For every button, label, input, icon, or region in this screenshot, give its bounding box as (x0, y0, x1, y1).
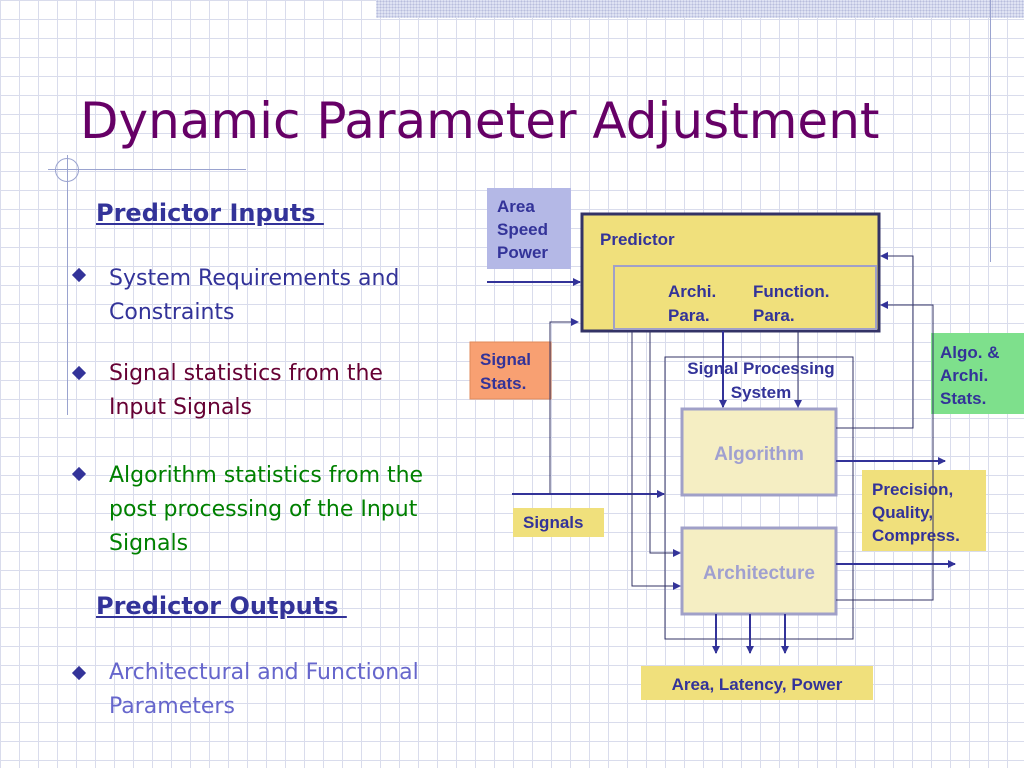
input-item-3-line3: Signals (109, 531, 189, 556)
signal-stats-line2: Stats. (480, 374, 526, 393)
decorative-top-bar (376, 0, 1024, 18)
sps-label-line1: Signal Processing (687, 359, 834, 378)
decorative-horizontal-line (48, 169, 246, 170)
input-item-3-line1: Algorithm statistics from the (109, 463, 424, 488)
input-item-2-line1: Signal statistics from the (109, 361, 383, 386)
algo-stats-line1: Algo. & (940, 343, 1000, 362)
archi-para-line1: Archi. (668, 282, 716, 301)
input-item-2-line2: Input Signals (109, 395, 252, 420)
predictor-inputs-heading: Predictor Inputs (96, 199, 324, 227)
thin-connectors (549, 252, 934, 601)
predictor-inner-box (613, 265, 877, 330)
signal-stats-box (469, 341, 552, 400)
signal-stats-line1: Signal (480, 350, 531, 369)
signals-box (513, 508, 604, 537)
archi-para-line2: Para. (668, 306, 710, 325)
area-speed-power-box (487, 188, 571, 269)
input-item-1-line2: Constraints (109, 300, 235, 325)
decorative-circle (55, 158, 79, 182)
predictor-label: Predictor (600, 230, 675, 249)
area-box-line3: Power (497, 243, 548, 262)
architecture-box (680, 526, 838, 616)
function-para-line1: Function. (753, 282, 829, 301)
area-latency-power-label: Area, Latency, Power (672, 675, 843, 694)
area-latency-power-box (641, 666, 873, 700)
algo-stats-line3: Stats. (940, 389, 986, 408)
architecture-label: Architecture (703, 563, 815, 584)
function-para-line2: Para. (753, 306, 795, 325)
connector-archi-to-architecture (631, 331, 681, 590)
slide-title: Dynamic Parameter Adjustment (80, 92, 880, 150)
signals-label: Signals (523, 513, 583, 532)
sps-label-line2: System (731, 383, 791, 402)
precision-line3: Compress. (872, 526, 960, 545)
connector-arch-feedback (836, 301, 934, 601)
input-item-1-line1: System Requirements and (109, 266, 400, 291)
decorative-vertical-line (990, 0, 991, 262)
connector-algo-feedback (836, 252, 914, 429)
algorithm-label: Algorithm (714, 444, 804, 465)
algo-archi-stats-box (931, 333, 1024, 414)
decorative-vertical-line-left (67, 155, 68, 415)
input-item-3: Algorithm statistics from the post proce… (109, 459, 489, 561)
input-item-1: System Requirements and Constraints (109, 262, 489, 330)
precision-box (862, 470, 986, 551)
output-item-1-line2: Parameters (109, 694, 235, 719)
area-box-line1: Area (497, 197, 535, 216)
connector-signal-stats (549, 318, 579, 494)
algorithm-box (680, 407, 838, 497)
input-item-2: Signal statistics from the Input Signals (109, 357, 489, 425)
signal-processing-system-box (664, 356, 854, 640)
connector-func-to-architecture (649, 331, 681, 557)
output-item-1: Architectural and Functional Parameters (109, 656, 489, 724)
precision-line2: Quality, (872, 503, 933, 522)
thick-arrows (487, 278, 956, 654)
output-item-1-line1: Architectural and Functional (109, 660, 419, 685)
predictor-outputs-heading: Predictor Outputs (96, 592, 347, 620)
algo-stats-line2: Archi. (940, 366, 988, 385)
input-item-3-line2: post processing of the Input (109, 497, 418, 522)
precision-line1: Precision, (872, 480, 953, 499)
area-box-line2: Speed (497, 220, 548, 239)
